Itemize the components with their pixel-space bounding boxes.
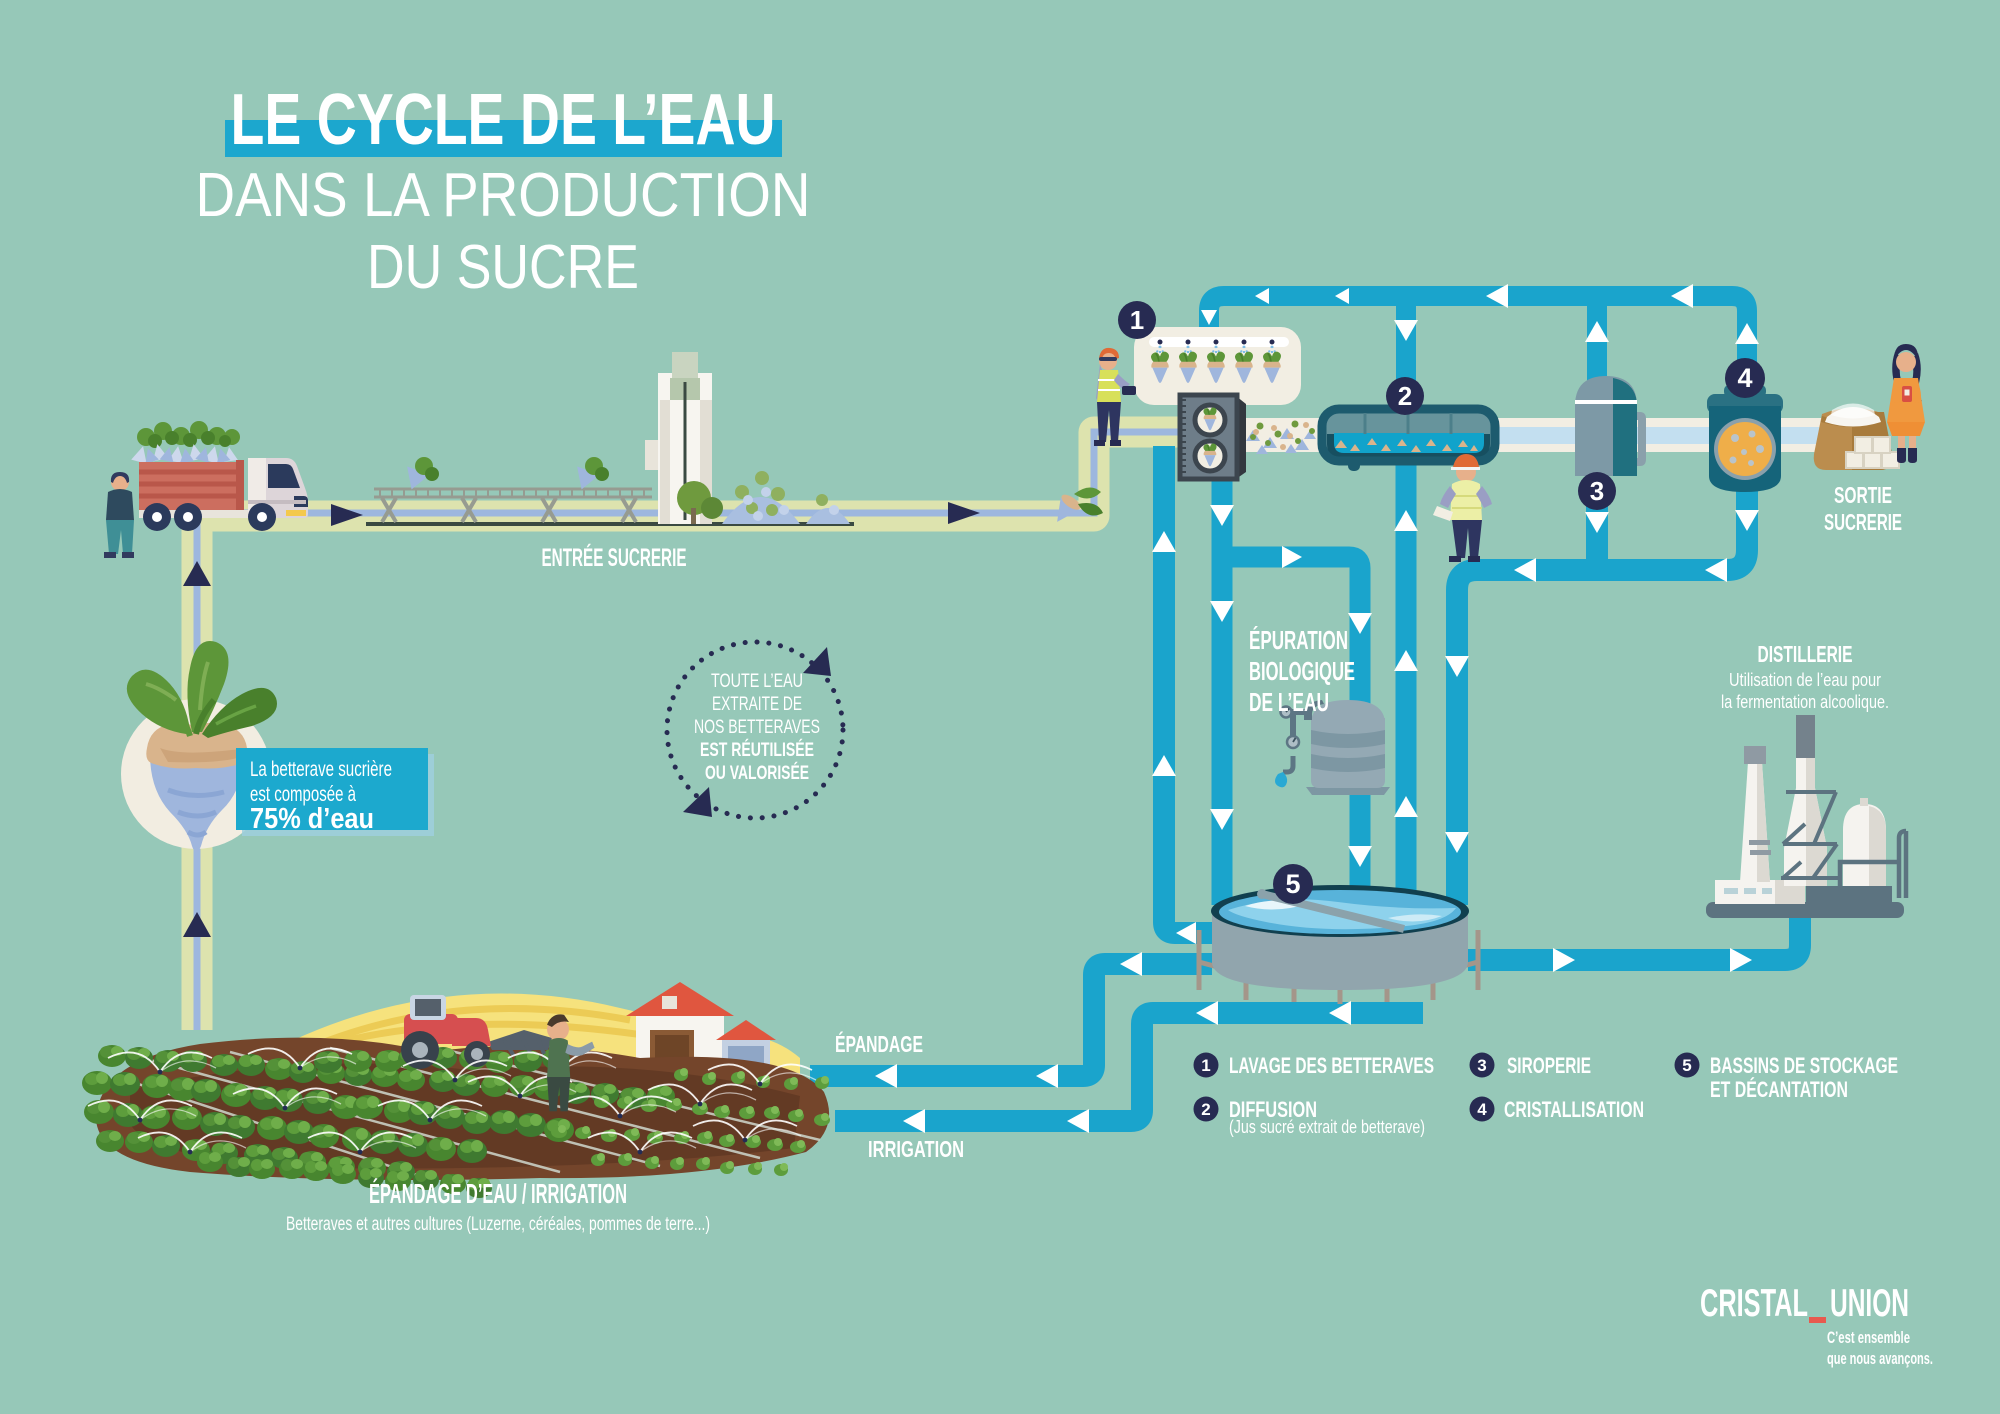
- svg-text:ET DÉCANTATION: ET DÉCANTATION: [1710, 1077, 1848, 1102]
- svg-text:3: 3: [1590, 476, 1604, 506]
- svg-text:DISTILLERIE: DISTILLERIE: [1758, 641, 1853, 667]
- svg-text:EXTRAITE DE: EXTRAITE DE: [712, 694, 802, 715]
- svg-text:CRISTALLISATION: CRISTALLISATION: [1504, 1097, 1644, 1122]
- svg-text:LE CYCLE DE L’EAU: LE CYCLE DE L’EAU: [231, 80, 776, 160]
- svg-text:EST RÉUTILISÉE: EST RÉUTILISÉE: [700, 739, 814, 761]
- svg-text:La betterave sucrière: La betterave sucrière: [250, 758, 392, 781]
- svg-text:OU VALORISÉE: OU VALORISÉE: [705, 762, 809, 784]
- svg-text:(Jus sucré extrait de betterav: (Jus sucré extrait de betterave): [1229, 1117, 1425, 1137]
- svg-text:SIROPERIE: SIROPERIE: [1507, 1053, 1591, 1078]
- svg-text:5: 5: [1682, 1056, 1691, 1075]
- svg-text:75% d’eau: 75% d’eau: [250, 803, 374, 835]
- svg-text:DANS LA PRODUCTION: DANS LA PRODUCTION: [196, 161, 811, 230]
- svg-text:BASSINS DE STOCKAGE: BASSINS DE STOCKAGE: [1710, 1053, 1898, 1078]
- svg-text:DU SUCRE: DU SUCRE: [367, 233, 639, 302]
- svg-text:C’est ensemble: C’est ensemble: [1827, 1328, 1910, 1347]
- svg-text:3: 3: [1477, 1056, 1486, 1075]
- svg-text:ENTRÉE SUCRERIE: ENTRÉE SUCRERIE: [542, 543, 687, 572]
- svg-text:DE L’EAU: DE L’EAU: [1249, 687, 1329, 717]
- svg-text:que nous avançons.: que nous avançons.: [1827, 1349, 1933, 1368]
- svg-text:UNION: UNION: [1830, 1282, 1909, 1325]
- svg-text:SORTIE: SORTIE: [1834, 482, 1892, 508]
- svg-text:2: 2: [1398, 381, 1412, 411]
- svg-text:ÉPANDAGE: ÉPANDAGE: [835, 1030, 923, 1057]
- svg-text:CRISTAL: CRISTAL: [1700, 1282, 1808, 1325]
- svg-text:NOS BETTERAVES: NOS BETTERAVES: [694, 717, 820, 738]
- svg-text:BIOLOGIQUE: BIOLOGIQUE: [1249, 656, 1355, 686]
- svg-text:la fermentation alcoolique.: la fermentation alcoolique.: [1721, 692, 1889, 712]
- svg-text:est composée à: est composée à: [250, 783, 356, 806]
- svg-text:4: 4: [1737, 363, 1752, 393]
- svg-text:ÉPURATION: ÉPURATION: [1249, 625, 1348, 655]
- svg-text:IRRIGATION: IRRIGATION: [868, 1136, 964, 1162]
- svg-text:LAVAGE DES BETTERAVES: LAVAGE DES BETTERAVES: [1229, 1053, 1434, 1078]
- svg-text:5: 5: [1285, 869, 1300, 899]
- svg-text:TOUTE L’EAU: TOUTE L’EAU: [711, 671, 803, 692]
- svg-text:1: 1: [1130, 305, 1144, 335]
- svg-text:Utilisation de l’eau pour: Utilisation de l’eau pour: [1729, 670, 1881, 690]
- svg-text:SUCRERIE: SUCRERIE: [1824, 509, 1902, 535]
- svg-text:DIFFUSION: DIFFUSION: [1229, 1097, 1317, 1122]
- svg-text:2: 2: [1201, 1100, 1210, 1119]
- svg-text:ÉPANDAGE D’EAU / IRRIGATION: ÉPANDAGE D’EAU / IRRIGATION: [369, 1178, 627, 1209]
- svg-text:Betteraves et autres cultures: Betteraves et autres cultures (Luzerne, …: [286, 1214, 710, 1235]
- svg-text:1: 1: [1201, 1056, 1210, 1075]
- svg-text:4: 4: [1477, 1100, 1487, 1119]
